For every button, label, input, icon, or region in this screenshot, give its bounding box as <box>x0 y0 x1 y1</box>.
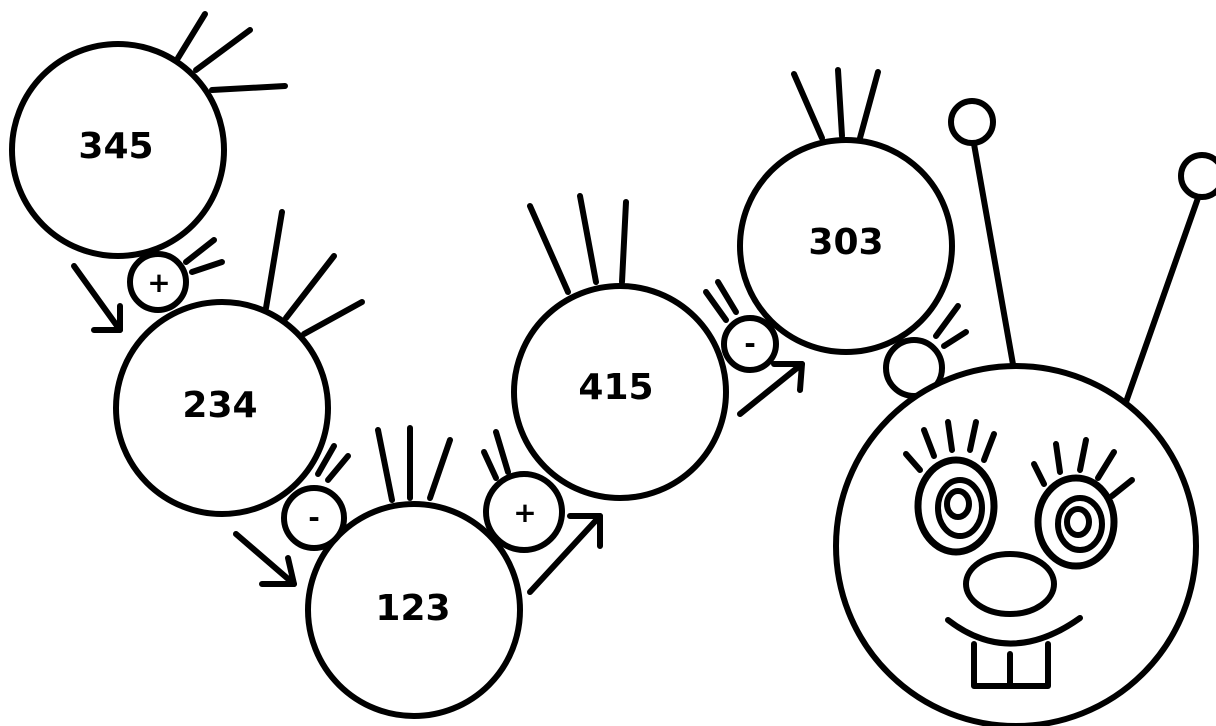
hair-415 <box>527 193 629 295</box>
segment-123-label: 123 <box>375 588 450 629</box>
hair-303 <box>791 67 881 141</box>
connector-lashes-3 <box>481 429 511 481</box>
operator-1-label: + <box>147 266 170 299</box>
operator-2: - <box>281 485 347 551</box>
segment-234: 234 <box>113 299 331 517</box>
hair-123 <box>375 425 453 503</box>
connector-lashes-2 <box>315 443 351 483</box>
operator-4-label: - <box>744 327 756 360</box>
operator-1: + <box>127 251 189 313</box>
caterpillar-head <box>833 363 1199 726</box>
mouth <box>945 615 1083 689</box>
hair-345 <box>175 11 288 93</box>
segment-415-label: 415 <box>578 367 653 408</box>
connector-lashes-4 <box>703 279 739 323</box>
arrow-2 <box>233 531 297 587</box>
segment-345-label: 345 <box>78 126 153 167</box>
segment-303: 303 <box>737 137 955 355</box>
segment-234-label: 234 <box>182 385 257 426</box>
antenna-left <box>948 98 1017 373</box>
segment-123: 123 <box>305 501 523 719</box>
operator-3-label: + <box>513 496 536 529</box>
operator-4: - <box>721 315 779 373</box>
nose <box>963 551 1057 617</box>
connector-lashes-5 <box>933 303 969 349</box>
left-eye <box>903 419 998 556</box>
hair-234 <box>263 209 365 337</box>
arrow-4 <box>737 361 805 417</box>
segment-345: 345 <box>9 41 227 259</box>
arrow-1 <box>71 263 123 333</box>
antenna-right <box>1123 152 1216 405</box>
connector-lashes-1 <box>183 237 225 275</box>
operator-2-label: - <box>308 501 320 534</box>
segment-415: 415 <box>511 283 729 501</box>
segment-303-label: 303 <box>808 222 883 263</box>
operator-3: + <box>483 471 565 553</box>
right-eye <box>1031 437 1135 570</box>
arrow-3 <box>527 513 603 595</box>
